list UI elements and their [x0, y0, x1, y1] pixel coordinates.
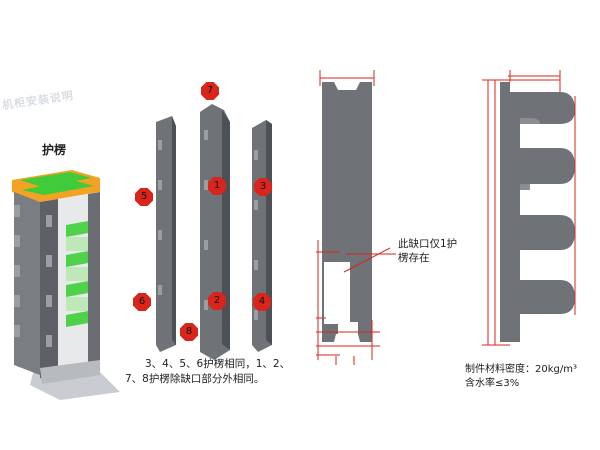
part-marker-8: 8 [180, 323, 198, 341]
front-view-note-line-2: 楞存在 [398, 252, 430, 264]
rack-top-green-2 [22, 180, 94, 195]
rack-post-middle [40, 199, 58, 380]
side-view-spec-line-1: 制件材料密度：20kg/m³ [465, 364, 577, 375]
part-marker-6: 6 [133, 293, 151, 311]
rack-post-right [88, 192, 100, 368]
side-view-spec-line-2: 含水率≤3% [465, 378, 520, 389]
part-marker-5: 5 [135, 188, 153, 206]
side-view-drawing [482, 70, 576, 346]
part-marker-2: 2 [208, 292, 226, 310]
exploded-parts [156, 104, 272, 360]
rack-post-left [14, 192, 40, 375]
part-marker-4: 4 [253, 293, 271, 311]
rack-base [40, 360, 100, 384]
front-view-notch [324, 262, 350, 324]
rack-post-notches [14, 205, 52, 347]
part-marker-3: 3 [254, 178, 272, 196]
front-view-note-line-1: 此缺口仅1护 [398, 238, 458, 250]
parts-caption-line-2: 7、8护楞除缺口部分外相同。 [125, 373, 265, 385]
rack-illustration [12, 170, 120, 400]
part-marker-7: 7 [201, 82, 219, 100]
part-marker-1: 1 [208, 177, 226, 195]
rack-title: 护楞 [42, 143, 67, 157]
rack-top-green-1 [20, 172, 92, 187]
parts-caption-line-1: 3、4、5、6护楞相同，1、2、 [145, 358, 291, 370]
front-view-drawing [316, 70, 396, 365]
rack-shelves [66, 220, 94, 327]
